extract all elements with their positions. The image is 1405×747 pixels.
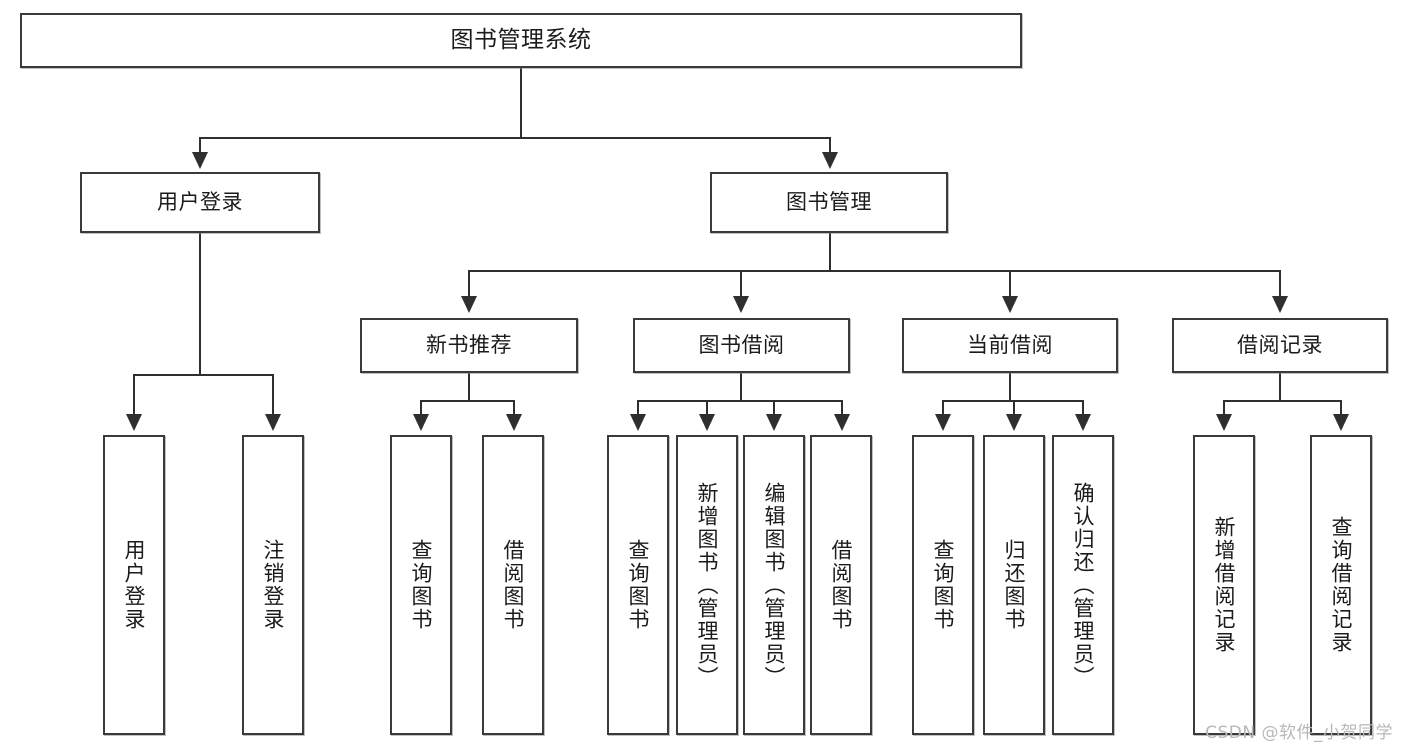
node-label: 查询图书	[409, 539, 434, 631]
node-label: 借阅记录	[1237, 333, 1323, 358]
node-label: 新增图书（管理员）	[695, 481, 720, 689]
node-leaf-confirm-return[interactable]: 确认归还（管理员）	[1052, 435, 1114, 735]
connector-bm-drop-1	[468, 270, 470, 298]
arrowhead-book-borrow	[733, 296, 749, 313]
connector-br-bus	[1223, 400, 1341, 402]
node-leaf-borrow-book-1[interactable]: 借阅图书	[482, 435, 544, 735]
node-leaf-user-login[interactable]: 用户登录	[103, 435, 165, 735]
node-leaf-borrow-book-2[interactable]: 借阅图书	[810, 435, 872, 735]
node-leaf-edit-book[interactable]: 编辑图书（管理员）	[743, 435, 805, 735]
node-label: 图书借阅	[698, 333, 785, 358]
node-label: 新书推荐	[426, 333, 512, 358]
node-label: 归还图书	[1002, 539, 1027, 631]
node-leaf-query-book-2[interactable]: 查询图书	[607, 435, 669, 735]
connector-br-stem	[1279, 373, 1281, 401]
arrowhead-borrow-record	[1272, 296, 1288, 313]
node-label: 注销登录	[261, 539, 286, 631]
connector-cb-drop-3	[1082, 400, 1084, 418]
node-book-manage[interactable]: 图书管理	[710, 172, 948, 233]
arrowhead-leaf-query-book-2	[630, 414, 646, 431]
node-label: 查询图书	[931, 539, 956, 631]
node-leaf-add-book[interactable]: 新增图书（管理员）	[676, 435, 738, 735]
node-label: 新增借阅记录	[1212, 516, 1237, 654]
connector-bm-drop-2	[740, 270, 742, 298]
arrowhead-leaf-add-book	[699, 414, 715, 431]
arrowhead-leaf-query-book-3	[935, 414, 951, 431]
arrowhead-leaf-return-book	[1006, 414, 1022, 431]
connector-user-login-bus	[133, 374, 273, 376]
node-book-borrow[interactable]: 图书借阅	[633, 318, 850, 373]
connector-bb-drop-3	[773, 400, 775, 418]
connector-root-stem	[520, 68, 522, 138]
node-leaf-query-book-3[interactable]: 查询图书	[912, 435, 974, 735]
node-leaf-add-record[interactable]: 新增借阅记录	[1193, 435, 1255, 735]
connector-br-drop-2	[1340, 400, 1342, 418]
connector-to-book-manage	[829, 137, 831, 157]
csdn-watermark: CSDN @软件_小贺同学	[1205, 723, 1393, 743]
node-label: 用户登录	[122, 539, 147, 631]
arrowhead-leaf-borrow-book-2	[834, 414, 850, 431]
connector-user-login-stem	[199, 233, 201, 375]
connector-to-user-login	[199, 137, 201, 157]
node-label: 图书管理系统	[450, 27, 592, 54]
node-label: 用户登录	[157, 190, 243, 215]
node-label: 查询图书	[626, 539, 651, 631]
connector-nbr-drop-1	[420, 400, 422, 418]
node-borrow-record[interactable]: 借阅记录	[1172, 318, 1388, 373]
connector-cb-drop-1	[942, 400, 944, 418]
arrowhead-leaf-add-record	[1216, 414, 1232, 431]
connector-book-manage-bus	[468, 270, 1280, 272]
arrowhead-leaf-borrow-book-1	[506, 414, 522, 431]
connector-nbr-stem	[468, 373, 470, 401]
arrowhead-new-book-recommend	[461, 296, 477, 313]
connector-user-login-drop-1	[133, 374, 135, 416]
node-label: 查询借阅记录	[1329, 516, 1354, 654]
connector-user-login-drop-2	[272, 374, 274, 416]
node-label: 借阅图书	[829, 539, 854, 631]
node-label: 编辑图书（管理员）	[762, 481, 787, 689]
arrowhead-leaf-query-book-1	[413, 414, 429, 431]
node-leaf-query-record[interactable]: 查询借阅记录	[1310, 435, 1372, 735]
node-new-book-recommend[interactable]: 新书推荐	[360, 318, 578, 373]
arrowhead-leaf-user-login	[126, 414, 142, 431]
node-label: 当前借阅	[967, 333, 1053, 358]
connector-nbr-bus	[420, 400, 514, 402]
connector-bb-drop-4	[841, 400, 843, 418]
connector-nbr-drop-2	[513, 400, 515, 418]
node-user-login[interactable]: 用户登录	[80, 172, 320, 233]
node-current-borrow[interactable]: 当前借阅	[902, 318, 1118, 373]
arrowhead-current-borrow	[1002, 296, 1018, 313]
connector-bb-stem	[740, 373, 742, 401]
arrowhead-user-login	[192, 152, 208, 169]
connector-bm-drop-4	[1279, 270, 1281, 298]
arrowhead-leaf-logout	[265, 414, 281, 431]
connector-bb-bus	[637, 400, 843, 402]
connector-root-bus	[199, 137, 831, 139]
node-leaf-logout[interactable]: 注销登录	[242, 435, 304, 735]
connector-book-manage-stem	[829, 233, 831, 271]
node-label: 确认归还（管理员）	[1071, 481, 1096, 689]
arrowhead-book-manage	[822, 152, 838, 169]
node-leaf-query-book-1[interactable]: 查询图书	[390, 435, 452, 735]
connector-bb-drop-1	[637, 400, 639, 418]
connector-br-drop-1	[1223, 400, 1225, 418]
connector-cb-stem	[1009, 373, 1011, 401]
node-label: 借阅图书	[501, 539, 526, 631]
connector-cb-drop-2	[1013, 400, 1015, 418]
arrowhead-leaf-edit-book	[766, 414, 782, 431]
arrowhead-leaf-query-record	[1333, 414, 1349, 431]
node-leaf-return-book[interactable]: 归还图书	[983, 435, 1045, 735]
node-root-book-management-system[interactable]: 图书管理系统	[20, 13, 1022, 68]
arrowhead-leaf-confirm-return	[1075, 414, 1091, 431]
connector-bb-drop-2	[706, 400, 708, 418]
node-label: 图书管理	[786, 190, 872, 215]
connector-bm-drop-3	[1009, 270, 1011, 298]
